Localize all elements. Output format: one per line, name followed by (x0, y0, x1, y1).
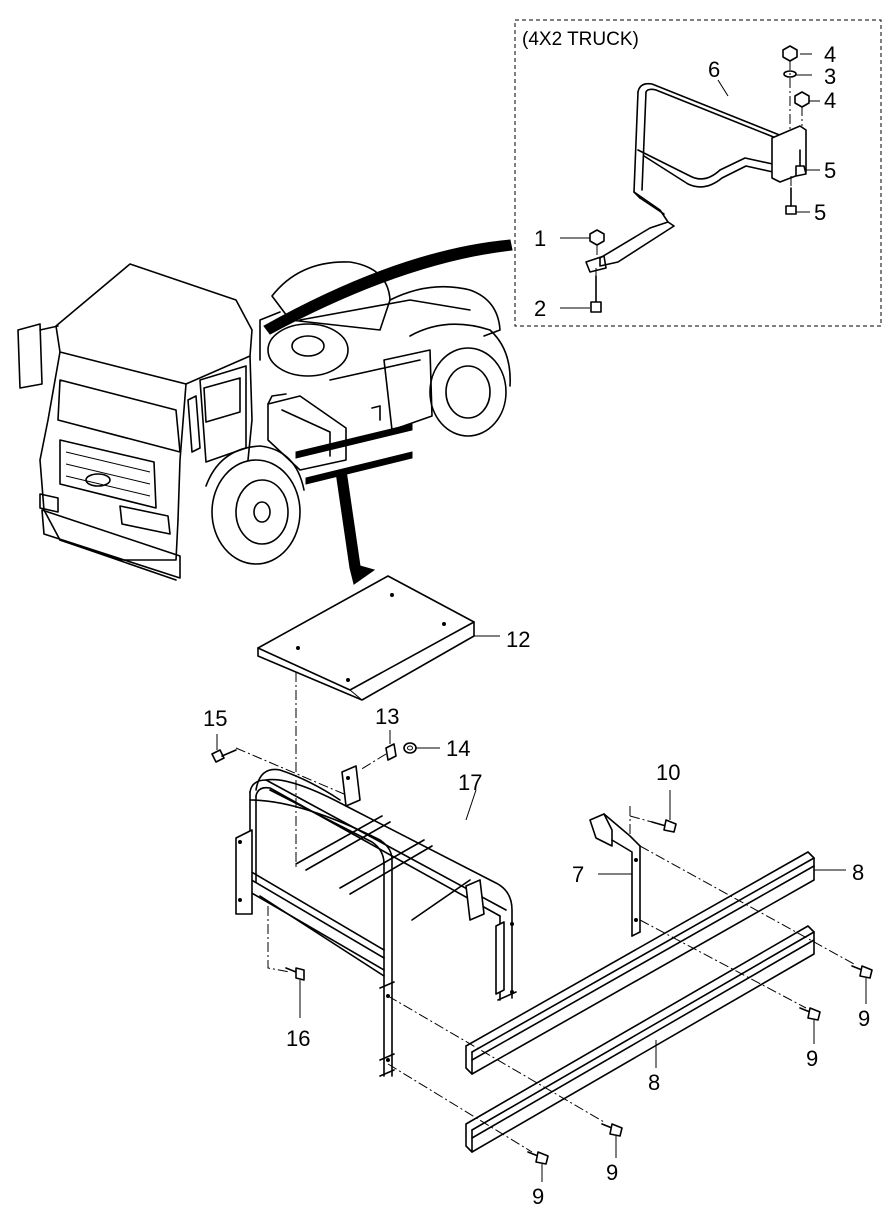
bolt-icon (795, 149, 807, 177)
bolt-icon (651, 819, 677, 833)
callout-3: 3 (824, 64, 836, 89)
inset-4x2-truck: (4X2 TRUCK) (514, 19, 882, 327)
callout-9: 9 (532, 1184, 544, 1209)
callout-8: 8 (852, 860, 864, 885)
bracket-assembly-6 (585, 82, 807, 273)
callout-12: 12 (506, 627, 530, 652)
bolt-icon (851, 965, 873, 979)
callout-5: 5 (814, 200, 826, 225)
step-rail-8-lower (465, 925, 815, 1153)
step-rail-8-upper (465, 851, 815, 1075)
callout-4: 4 (824, 88, 836, 113)
callout-4: 4 (824, 42, 836, 67)
inset-caption: (4X2 TRUCK) (522, 29, 639, 50)
bracket-7 (589, 806, 641, 937)
callout-17: 17 (458, 770, 482, 795)
callout-9: 9 (806, 1046, 818, 1071)
callout-8: 8 (648, 1070, 660, 1095)
callout-15: 15 (203, 706, 227, 731)
bolt-icon (527, 1151, 549, 1165)
bolt-icon (590, 275, 602, 313)
callout-16: 16 (286, 1026, 310, 1051)
battery-carrier-frame-17 (235, 765, 517, 1077)
callout-13: 13 (375, 704, 399, 729)
bolt-icon (799, 1007, 821, 1021)
nut-icon (589, 229, 605, 246)
callout-7: 7 (572, 862, 584, 887)
bolt-icon (285, 967, 305, 981)
washer-icon (385, 743, 397, 761)
callout-5: 5 (824, 158, 836, 183)
callout-14: 14 (446, 736, 470, 761)
nut-icon (782, 45, 798, 62)
bolt-icon (601, 1123, 623, 1137)
callout-9: 9 (606, 1160, 618, 1185)
callout-1: 1 (534, 226, 546, 251)
bolt-icon (785, 187, 797, 215)
callout-9: 9 (858, 1006, 870, 1031)
battery-cover-plate-12 (257, 575, 500, 701)
callout-10: 10 (656, 760, 680, 785)
bolt-icon (211, 749, 237, 763)
callout-6: 6 (708, 57, 720, 82)
nut-icon (403, 742, 417, 754)
truck-tractor-illustration (17, 239, 513, 585)
callout-2: 2 (534, 296, 546, 321)
nut-icon (794, 91, 810, 108)
